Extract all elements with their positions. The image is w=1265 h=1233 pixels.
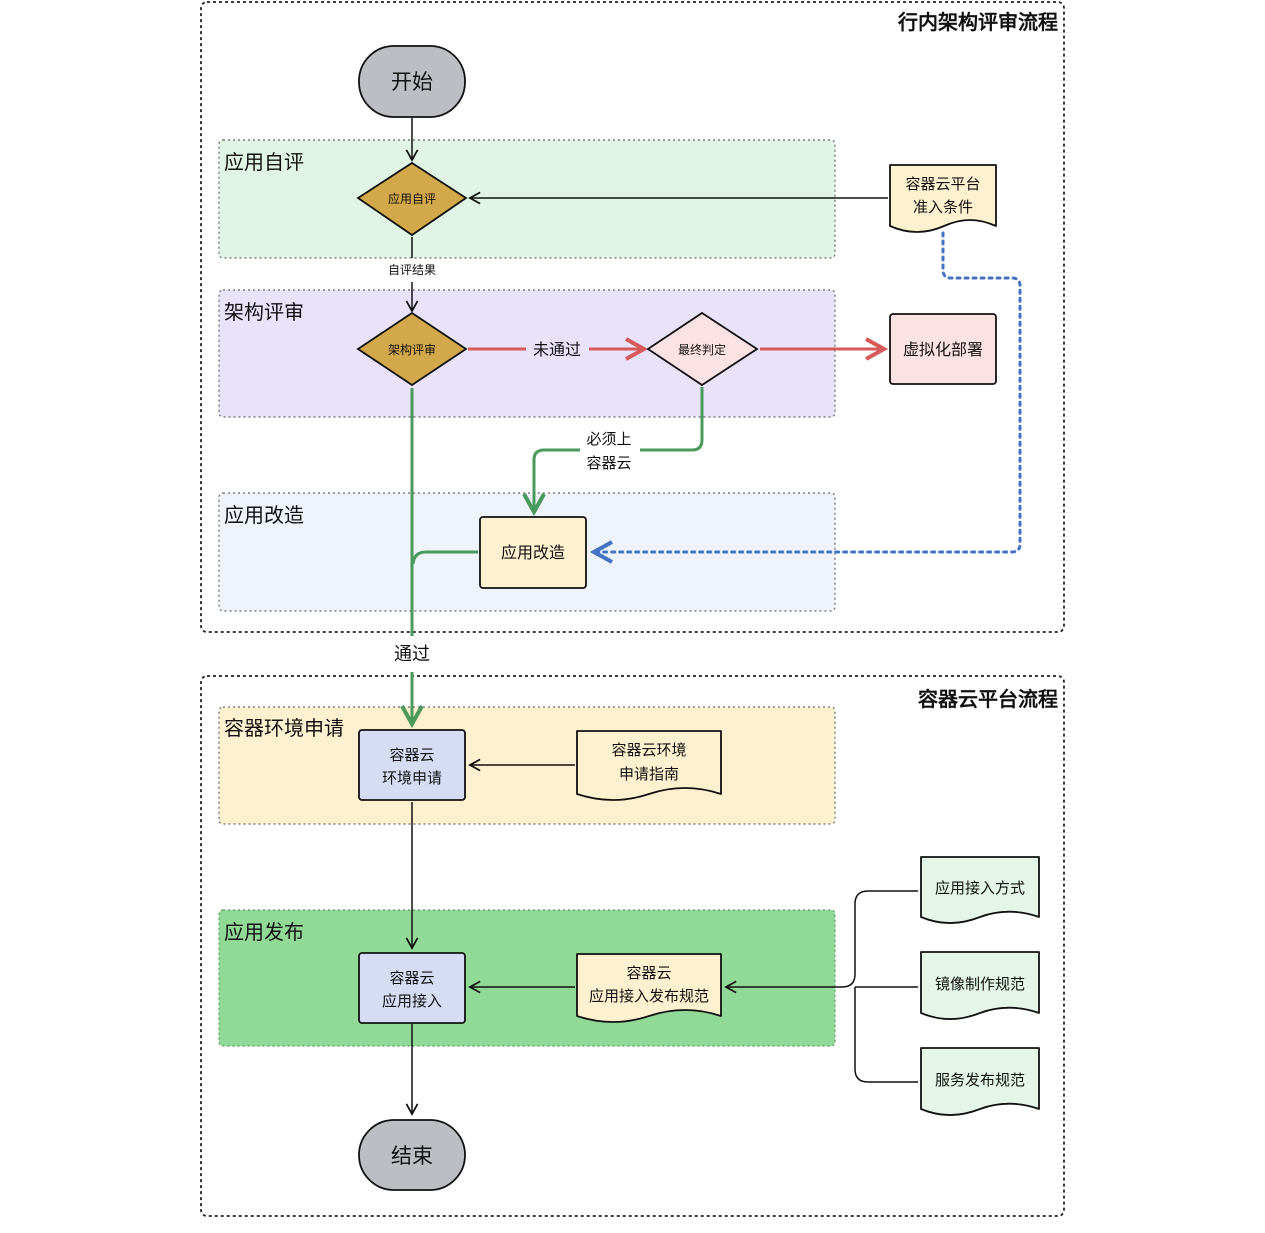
admission-doc-line2: 准入条件	[913, 198, 973, 216]
final-judgement-decision	[646, 311, 759, 387]
lane-app-refactor-label: 应用改造	[224, 503, 304, 527]
start-node-label: 开始	[391, 70, 433, 94]
arch-review-decision-label: 架构评审	[388, 342, 436, 357]
admission-doc	[889, 164, 997, 233]
lane-app-release-label: 应用发布	[224, 920, 304, 944]
arch-review-decision	[356, 311, 468, 387]
edge-label-must-container-1: 必须上	[586, 430, 631, 448]
lane-app-release	[218, 909, 836, 1047]
env-guide-line1: 容器云环境	[611, 741, 686, 759]
access-method-label: 应用接入方式	[935, 879, 1025, 897]
edge-bracket-specs	[841, 890, 918, 1083]
service-release-spec-doc	[920, 1047, 1040, 1116]
lane-architecture-review	[218, 289, 836, 418]
refactor-label: 应用改造	[501, 543, 565, 562]
release-spec-doc	[576, 953, 722, 1023]
virtualization-label: 虚拟化部署	[903, 340, 983, 359]
env-apply-line2: 环境申请	[382, 769, 442, 787]
group-bank-review-title: 行内架构评审流程	[897, 10, 1058, 34]
release-spec-line1: 容器云	[626, 964, 671, 982]
edge-label-not-passed: 未通过	[533, 340, 581, 359]
service-release-spec-label: 服务发布规范	[935, 1071, 1025, 1089]
env-apply-node	[358, 729, 466, 801]
app-access-line2: 应用接入	[382, 992, 442, 1010]
self-review-decision-label: 应用自评	[388, 191, 436, 206]
env-guide-line2: 申请指南	[619, 765, 679, 783]
access-method-doc	[920, 856, 1040, 924]
lane-architecture-review-label: 架构评审	[224, 300, 304, 324]
env-apply-line1: 容器云	[389, 746, 434, 764]
edge-label-self-review-result: 自评结果	[388, 263, 436, 277]
edge-label-must-container-2: 容器云	[586, 454, 631, 472]
final-judgement-label: 最终判定	[678, 342, 726, 357]
end-node	[358, 1119, 466, 1191]
lane-self-review	[218, 139, 836, 259]
admission-doc-line1: 容器云平台	[905, 175, 980, 193]
env-guide-doc	[576, 730, 722, 801]
end-node-label: 结束	[391, 1144, 433, 1168]
edge-admission-to-refactor	[594, 231, 1022, 552]
edge-final-to-refactor	[640, 387, 704, 452]
group-container-title: 容器云平台流程	[918, 687, 1058, 711]
edge-final-to-refactor-end	[534, 448, 580, 512]
edge-refactor-to-pass	[411, 550, 478, 565]
image-spec-doc	[920, 951, 1040, 1020]
lane-self-review-label: 应用自评	[224, 150, 304, 174]
app-access-line1: 容器云	[389, 969, 434, 987]
image-spec-label: 镜像制作规范	[935, 975, 1025, 993]
lane-env-apply-label: 容器环境申请	[224, 716, 344, 740]
refactor-node	[479, 516, 587, 589]
self-review-decision	[356, 161, 468, 237]
virtualization-node	[889, 313, 997, 385]
app-access-node	[358, 952, 466, 1024]
start-node	[358, 45, 466, 118]
group-container-frame	[200, 675, 1065, 1217]
release-spec-line2: 应用接入发布规范	[589, 987, 709, 1005]
edge-label-passed: 通过	[394, 644, 430, 665]
